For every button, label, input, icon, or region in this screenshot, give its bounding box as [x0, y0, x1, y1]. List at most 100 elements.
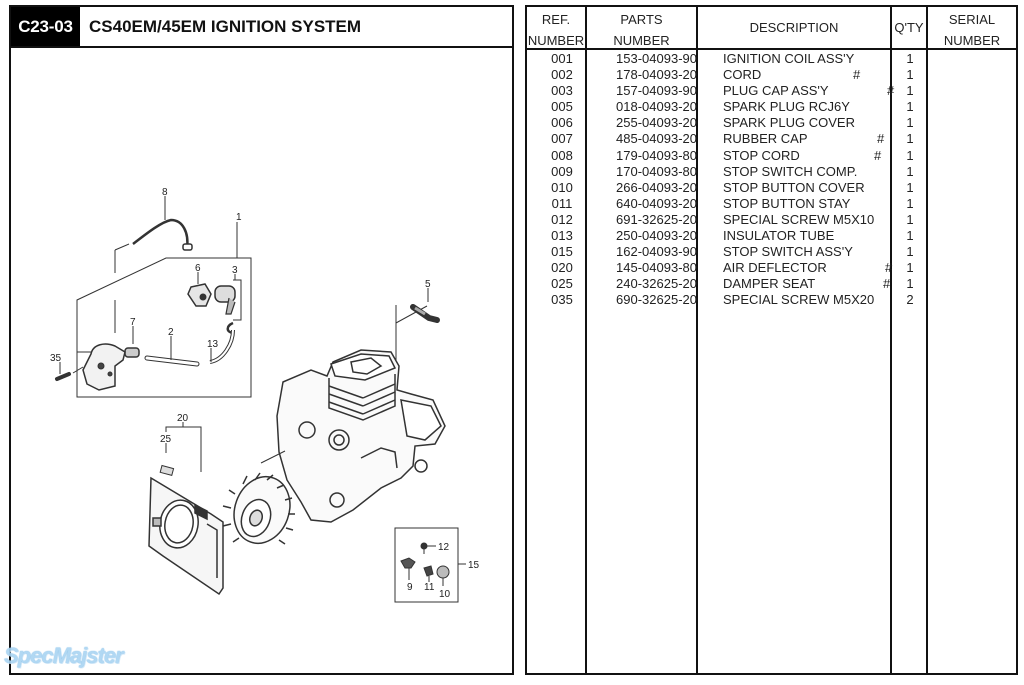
description: STOP BUTTON STAY — [723, 195, 851, 211]
table-row: 001 153-04093-90 IGNITION COIL ASS'Y 1 — [527, 51, 1016, 67]
table-row: 025 240-32625-20 DAMPER SEAT # 1 — [527, 276, 1016, 292]
quantity: 1 — [906, 260, 914, 276]
table-row: 009 170-04093-80 STOP SWITCH COMP. 1 — [527, 164, 1016, 180]
table-row: 013 250-04093-20 INSULATOR TUBE 1 — [527, 228, 1016, 244]
part-number: 170-04093-80 — [616, 163, 697, 179]
description: SPARK PLUG RCJ6Y — [723, 99, 850, 115]
ref-number: 010 — [551, 179, 573, 195]
part-8-cord — [132, 218, 189, 249]
quantity: 1 — [906, 179, 914, 195]
parts-table: REF. NUMBER PARTS NUMBER DESCRIPTION Q'T… — [525, 5, 1018, 675]
callout-8: 8 — [162, 187, 168, 198]
ref-number: 001 — [551, 51, 573, 66]
part-10-button-cover — [436, 565, 450, 579]
description: INSULATOR TUBE — [723, 228, 835, 244]
header-serial-line1: SERIAL — [948, 12, 996, 27]
part-number: 153-04093-90 — [616, 51, 697, 66]
ref-number: 025 — [551, 276, 573, 292]
header-description-label: DESCRIPTION — [749, 20, 839, 35]
header-parts-line1: PARTS — [620, 12, 663, 27]
part-number: 162-04093-90 — [616, 244, 697, 260]
header-serial-line2: NUMBER — [943, 33, 1001, 48]
group-box-1 — [76, 257, 252, 398]
description: SPARK PLUG COVER — [723, 115, 855, 131]
quantity: 1 — [906, 51, 914, 66]
callout-2: 2 — [168, 327, 174, 338]
ref-number: 002 — [551, 67, 573, 83]
part-number: 255-04093-20 — [616, 115, 697, 131]
callout-15: 15 — [468, 560, 480, 571]
watermark-logo: SpecMajster — [4, 643, 124, 668]
table-row: 011 640-04093-20 STOP BUTTON STAY 1 — [527, 196, 1016, 212]
part-25-damper-seat — [159, 464, 175, 477]
quantity: 1 — [906, 147, 914, 163]
ref-number: 012 — [551, 211, 573, 227]
callout-3: 3 — [232, 265, 238, 276]
engine-block — [276, 349, 446, 523]
part-20-air-deflector — [148, 476, 224, 596]
header-qty-label: Q'TY — [894, 20, 924, 35]
header-ref-number: REF. NUMBER — [527, 7, 585, 48]
flywheel — [222, 472, 295, 545]
ref-number: 020 — [551, 260, 573, 276]
quantity: 1 — [906, 131, 914, 147]
part-number: 178-04093-20 — [616, 67, 697, 83]
header-parts-line2: NUMBER — [613, 33, 670, 48]
ref-number: 013 — [551, 228, 573, 244]
description: STOP CORD — [723, 147, 800, 163]
header-ref-line1: REF. — [541, 12, 571, 27]
quantity: 1 — [906, 67, 914, 83]
ref-number: 003 — [551, 83, 573, 99]
diagram-panel: C23-03 CS40EM/45EM IGNITION SYSTEM — [9, 5, 514, 675]
hash-mark: # — [885, 260, 893, 276]
hash-mark: # — [877, 131, 885, 147]
title-bar: C23-03 CS40EM/45EM IGNITION SYSTEM — [11, 7, 512, 48]
quantity: 1 — [906, 115, 914, 131]
table-row: 008 179-04093-80 STOP CORD # 1 — [527, 148, 1016, 164]
page-title: CS40EM/45EM IGNITION SYSTEM — [89, 17, 362, 36]
part-35-screw — [55, 372, 71, 381]
ref-number: 007 — [551, 131, 573, 147]
part-number: 145-04093-80 — [616, 260, 697, 276]
header-ref-line2: NUMBER — [527, 33, 585, 48]
part-number: 018-04093-20 — [616, 99, 697, 115]
table-row: 015 162-04093-90 STOP SWITCH ASS'Y 1 — [527, 244, 1016, 260]
leader-20 — [165, 426, 202, 472]
hash-mark: # — [853, 67, 861, 83]
callout-1: 1 — [236, 212, 242, 223]
header-description: DESCRIPTION — [698, 7, 890, 48]
table-row: 010 266-04093-20 STOP BUTTON COVER 1 — [527, 180, 1016, 196]
ref-number: 005 — [551, 99, 573, 115]
part-3-plug-cap — [214, 285, 236, 303]
part-number: 691-32625-20 — [616, 211, 697, 227]
callout-10: 10 — [439, 589, 451, 600]
description: SPECIAL SCREW M5X10 — [723, 211, 875, 227]
ref-number: 015 — [551, 244, 573, 260]
part-number: 690-32625-20 — [616, 292, 697, 308]
ref-number: 006 — [551, 115, 573, 131]
quantity: 1 — [906, 99, 914, 115]
table-row: 003 157-04093-90 PLUG CAP ASS'Y # 1 — [527, 83, 1016, 99]
part-6 — [187, 283, 212, 307]
group-box-15 — [394, 527, 459, 603]
part-number: 240-32625-20 — [616, 276, 697, 292]
part-number: 250-04093-20 — [616, 228, 697, 244]
part-11-stay — [423, 565, 434, 577]
header-divider — [527, 48, 1016, 50]
table-row: 035 690-32625-20 SPECIAL SCREW M5X20 2 — [527, 292, 1016, 308]
ref-number: 011 — [551, 195, 573, 211]
callout-6: 6 — [195, 263, 201, 274]
part-9-stop-switch — [400, 557, 416, 569]
callout-9: 9 — [407, 582, 413, 593]
callout-7: 7 — [130, 317, 136, 328]
header-qty: Q'TY — [892, 7, 926, 48]
header-serial-number: SERIAL NUMBER — [928, 7, 1016, 48]
hash-mark: # — [874, 147, 882, 163]
callout-12: 12 — [438, 542, 450, 553]
ref-number: 035 — [551, 292, 573, 308]
callout-11: 11 — [424, 582, 435, 593]
quantity: 1 — [906, 244, 914, 260]
description: STOP SWITCH ASS'Y — [723, 244, 853, 260]
hash-mark: # — [887, 83, 895, 99]
table-row: 012 691-32625-20 SPECIAL SCREW M5X10 1 — [527, 212, 1016, 228]
